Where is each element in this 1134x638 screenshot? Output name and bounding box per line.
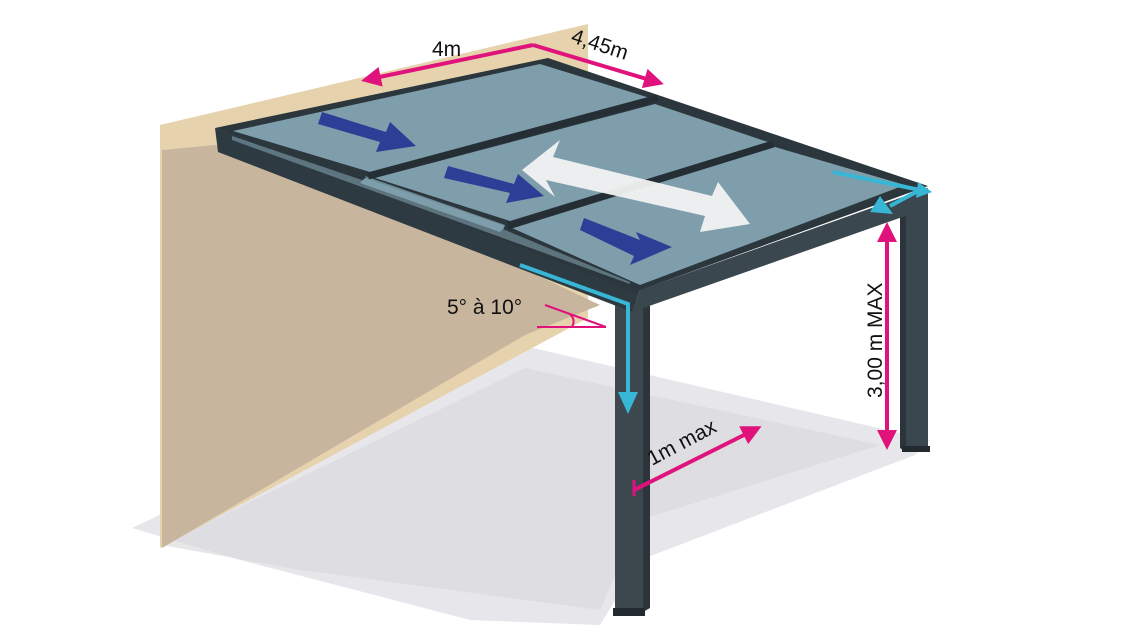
- drainage-arrow-head-top: [916, 182, 932, 198]
- slope-label: 5° à 10°: [447, 296, 522, 319]
- right-post-side: [900, 200, 906, 452]
- water-flow-arrows: [318, 112, 672, 265]
- ground-shadow-inner: [162, 368, 880, 610]
- slope-angle-icon: [537, 304, 607, 328]
- glass-panel-back-left: [233, 64, 650, 172]
- glass-panel-left-front: [232, 136, 630, 284]
- double-arrow-icon: [522, 140, 750, 232]
- drainage-path-left: [519, 263, 630, 402]
- front-post-foot: [613, 608, 645, 616]
- wall-shadow: [162, 145, 600, 548]
- width-label: 4m: [432, 38, 461, 61]
- dimension-depth-arrow: [532, 43, 664, 88]
- dimension-width-arrow: [361, 43, 534, 87]
- front-post-side: [643, 297, 650, 612]
- roof-fascia-left: [215, 128, 640, 312]
- dimension-overhang-arrow: [633, 426, 762, 492]
- arrow-right-icon: [318, 112, 416, 152]
- drainage-arrows: [519, 170, 932, 414]
- divider-1: [367, 94, 659, 180]
- front-post: [615, 300, 643, 614]
- drainage-arrow-head-right: [870, 196, 893, 214]
- height-label: 3,00 m MAX: [864, 282, 887, 398]
- arrow-right-icon: [444, 166, 544, 203]
- down-arrow-icon: [618, 392, 638, 414]
- arrow-right-icon: [580, 218, 672, 265]
- roof-fascia-right: [632, 188, 928, 312]
- right-post: [906, 196, 928, 452]
- right-post-foot: [902, 446, 930, 452]
